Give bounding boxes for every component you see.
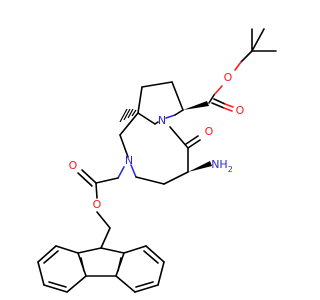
bond <box>213 85 223 96</box>
bond <box>137 86 143 114</box>
bond <box>213 98 226 105</box>
ester-carbonyl-oxygen-label: O <box>236 104 245 117</box>
bond <box>43 284 68 293</box>
stereo-wedge <box>188 161 212 172</box>
bond <box>135 281 154 288</box>
bond <box>95 177 119 184</box>
bond <box>141 81 173 88</box>
ester-oxygen-label: O <box>224 71 233 84</box>
bond <box>115 275 136 293</box>
bond <box>143 250 159 264</box>
molecule-structure: O O N <box>37 28 277 293</box>
bond <box>66 275 87 293</box>
bond <box>163 171 189 185</box>
bond <box>135 176 165 185</box>
hash-line <box>131 109 137 117</box>
bond <box>119 134 129 158</box>
tert-butyl-group <box>234 28 277 71</box>
bond <box>77 247 102 254</box>
diazocane-ring <box>119 112 189 185</box>
pyrrolidine-ring <box>137 81 184 125</box>
amide-oxygen-label: O <box>205 125 214 138</box>
stereo-wedge <box>183 101 209 110</box>
bond <box>123 245 147 254</box>
bond <box>224 103 234 108</box>
bond <box>37 261 45 286</box>
bond <box>134 284 159 293</box>
bond <box>187 139 201 149</box>
bond <box>211 102 225 109</box>
bond <box>223 107 233 112</box>
carbamate-nitrogen-label: N <box>125 154 133 167</box>
hash-line <box>119 108 128 123</box>
bond <box>145 245 165 263</box>
carbamate-carbonyl-oxygen-label: O <box>69 159 78 172</box>
molecule-canvas: O O N <box>37 28 277 293</box>
bond <box>208 94 215 104</box>
carbamate-ester-oxygen-label: O <box>93 198 102 211</box>
amine-nitrogen-label: NH2 <box>211 158 233 174</box>
bond <box>48 281 67 288</box>
bond <box>169 126 189 149</box>
amine-subscript: 2 <box>228 165 233 174</box>
bond <box>174 109 184 116</box>
bond <box>251 28 265 52</box>
bond <box>77 172 93 187</box>
bond <box>234 61 242 71</box>
bond <box>157 261 165 286</box>
tbu-ester-carbonyl <box>208 85 234 112</box>
bond <box>96 211 111 229</box>
hash-line <box>123 108 131 121</box>
bond <box>37 245 57 263</box>
hash-line <box>127 108 134 119</box>
bond <box>117 166 125 179</box>
fluorenylmethyl-linker <box>96 211 111 249</box>
amine-nh-text: NH <box>211 158 228 171</box>
ring-nitrogen-label: N <box>158 114 166 127</box>
bond <box>55 245 79 254</box>
bond <box>117 257 122 272</box>
bond <box>165 114 176 119</box>
bond <box>154 121 159 125</box>
amide-carbonyl <box>185 135 201 149</box>
bond <box>119 112 139 136</box>
bond <box>240 50 253 63</box>
bond <box>100 227 111 249</box>
stereo-hash <box>119 108 137 123</box>
bond <box>80 257 85 272</box>
bond <box>81 169 97 184</box>
bond <box>100 247 125 254</box>
bond <box>130 164 137 178</box>
bond <box>137 112 156 125</box>
bond <box>95 182 98 199</box>
bond <box>43 250 59 264</box>
fmoc-carbamate <box>77 166 125 199</box>
bond <box>171 81 184 111</box>
fluorene-group <box>37 245 165 293</box>
bond <box>185 135 199 145</box>
